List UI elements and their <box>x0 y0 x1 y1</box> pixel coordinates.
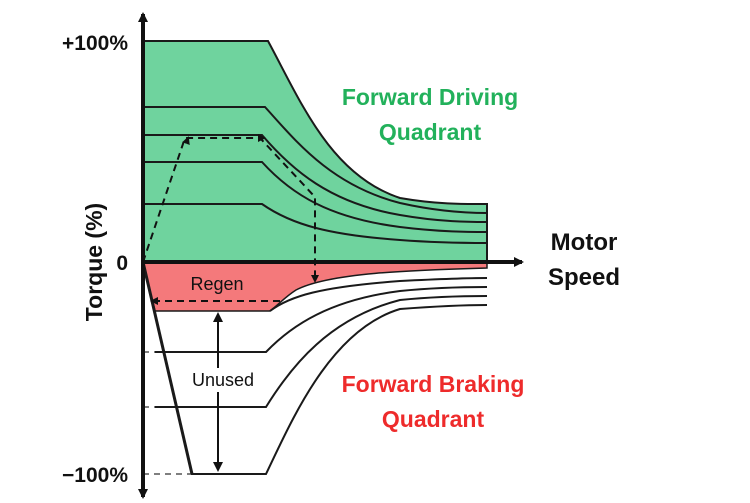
braking-curve-2 <box>155 286 488 353</box>
x-axis-title-line2: Speed <box>548 264 620 291</box>
tick-bottom-label: −100% <box>62 464 128 487</box>
unused-label-backdrop <box>183 368 263 392</box>
driving-quadrant-label-line2: Quadrant <box>379 119 482 145</box>
driving-torque-curves <box>143 106 488 244</box>
y-axis-title: Torque (%) <box>81 203 107 321</box>
unused-label: Unused <box>192 370 254 390</box>
braking-torque-curves <box>155 277 488 475</box>
braking-curve-4 <box>191 304 488 475</box>
driving-curve-4 <box>143 203 488 244</box>
driving-quadrant-label-line1: Forward Driving <box>342 84 518 110</box>
driving-curve-3 <box>143 161 488 233</box>
braking-curve-1 <box>269 277 488 312</box>
x-axis-title-line1: Motor <box>551 229 618 256</box>
braking-quadrant-label-line1: Forward Braking <box>342 371 525 397</box>
driving-quadrant-area <box>142 40 488 263</box>
tick-zero-label: 0 <box>116 252 128 275</box>
regen-label: Regen <box>190 274 243 294</box>
tick-top-label: +100% <box>62 32 128 55</box>
braking-quadrant-label-line2: Quadrant <box>382 406 485 432</box>
driving-curve-2 <box>143 134 488 223</box>
driving-curve-1 <box>143 106 488 214</box>
braking-curve-3 <box>155 295 488 408</box>
